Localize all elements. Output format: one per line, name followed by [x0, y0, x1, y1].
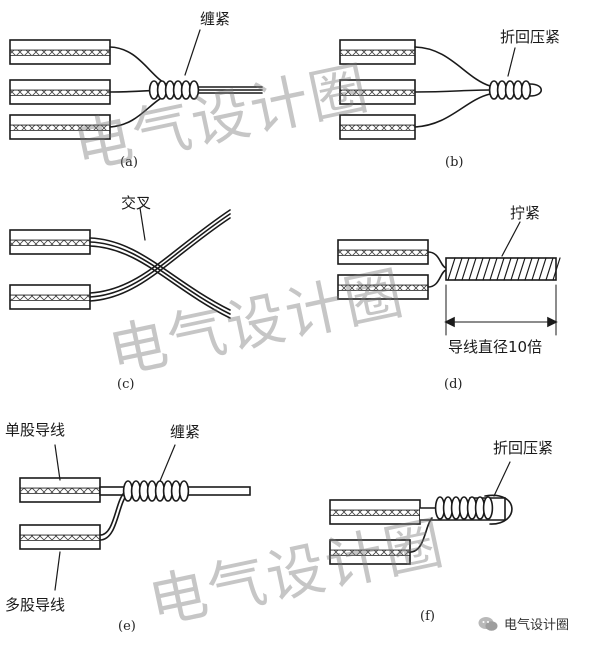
cable-a-1-hatch [10, 50, 110, 55]
label-b-fold: 折回压紧 [500, 30, 560, 45]
coil-f-turn [484, 497, 493, 519]
label-e-multi: 多股导线 [5, 598, 65, 613]
label-f-fold: 折回压紧 [493, 441, 553, 456]
leader-b-fold [508, 48, 515, 76]
coil-b-turn [522, 81, 531, 99]
dim-d-arrow-left [446, 318, 454, 326]
strands-c-lower [90, 210, 230, 301]
fold-b [530, 84, 541, 96]
dim-d-arrow-right [548, 318, 556, 326]
logo-text: 电气设计圈 [504, 614, 569, 633]
label-c-cross: 交叉 [121, 196, 151, 211]
label-e-tighten: 缠紧 [170, 425, 200, 440]
leader-a-tighten [185, 30, 200, 75]
cable-c-2-hatch [10, 295, 90, 300]
wire-b-2 [415, 90, 490, 92]
cable-c-1-hatch [10, 240, 90, 245]
leader-e-single [55, 445, 60, 480]
cable-a-2-hatch [10, 90, 110, 95]
subfig-label-d: (d) [444, 378, 462, 391]
cable-d-1-hatch [338, 250, 428, 255]
label-a-tighten: 缠紧 [200, 12, 230, 27]
brand-logo: 电气设计圈 [478, 614, 569, 633]
label-d-length: 导线直径10倍 [448, 340, 542, 355]
coil-e-turn [180, 481, 189, 501]
wire-a-1 [110, 47, 170, 86]
cable-b-3-hatch [340, 125, 415, 130]
leader-f-fold [494, 462, 510, 496]
cable-e-single-hatch [20, 488, 100, 493]
wires-d-merge [428, 252, 446, 287]
strands-e [100, 492, 128, 540]
cable-e-multi-hatch [20, 535, 100, 540]
wire-b-1 [415, 47, 490, 86]
wechat-logo-icon [478, 616, 498, 632]
leader-c-cross [140, 208, 145, 240]
wire-b-3 [415, 94, 490, 127]
label-d-twist: 拧紧 [510, 206, 540, 221]
subfig-label-b: (b) [445, 156, 463, 169]
leader-e-tighten [160, 445, 175, 481]
leader-e-multi [55, 552, 60, 590]
label-e-single: 单股导线 [5, 423, 65, 438]
subfig-label-f: (f) [420, 610, 435, 623]
leader-d-twist [502, 222, 520, 256]
subfig-label-e: (e) [118, 620, 136, 633]
